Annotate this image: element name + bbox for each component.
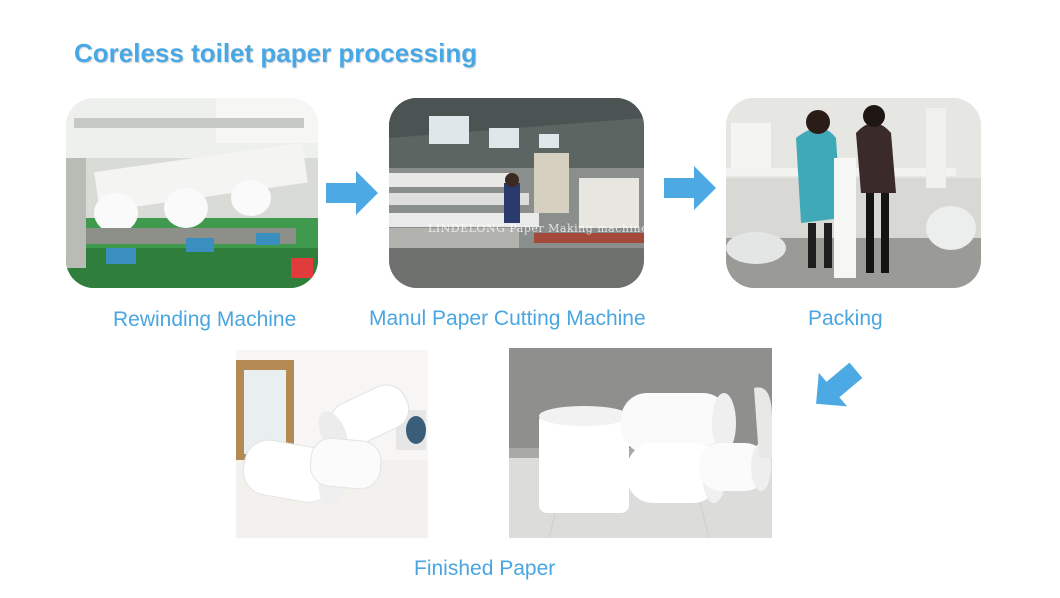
step-label-rewinding: Rewinding Machine <box>113 308 297 331</box>
finished-paper-photo-2 <box>509 348 772 538</box>
step-label-packing: Packing <box>808 307 883 330</box>
cutting-machine-watermark: LINDELONG Paper Making machinery <box>428 222 661 235</box>
rewinding-machine-photo <box>66 98 318 288</box>
finished-paper-label: Finished Paper <box>414 557 556 580</box>
finished-paper-photo-1 <box>236 350 428 538</box>
packing-photo <box>726 98 981 288</box>
paper-cutting-machine-photo <box>389 98 644 288</box>
arrow-right-icon <box>326 171 378 215</box>
arrow-right-icon <box>664 166 716 210</box>
arrow-down-left-icon <box>808 362 864 412</box>
step-label-cutting: Manul Paper Cutting Machine <box>369 307 646 330</box>
page-title: Coreless toilet paper processing <box>74 38 478 68</box>
